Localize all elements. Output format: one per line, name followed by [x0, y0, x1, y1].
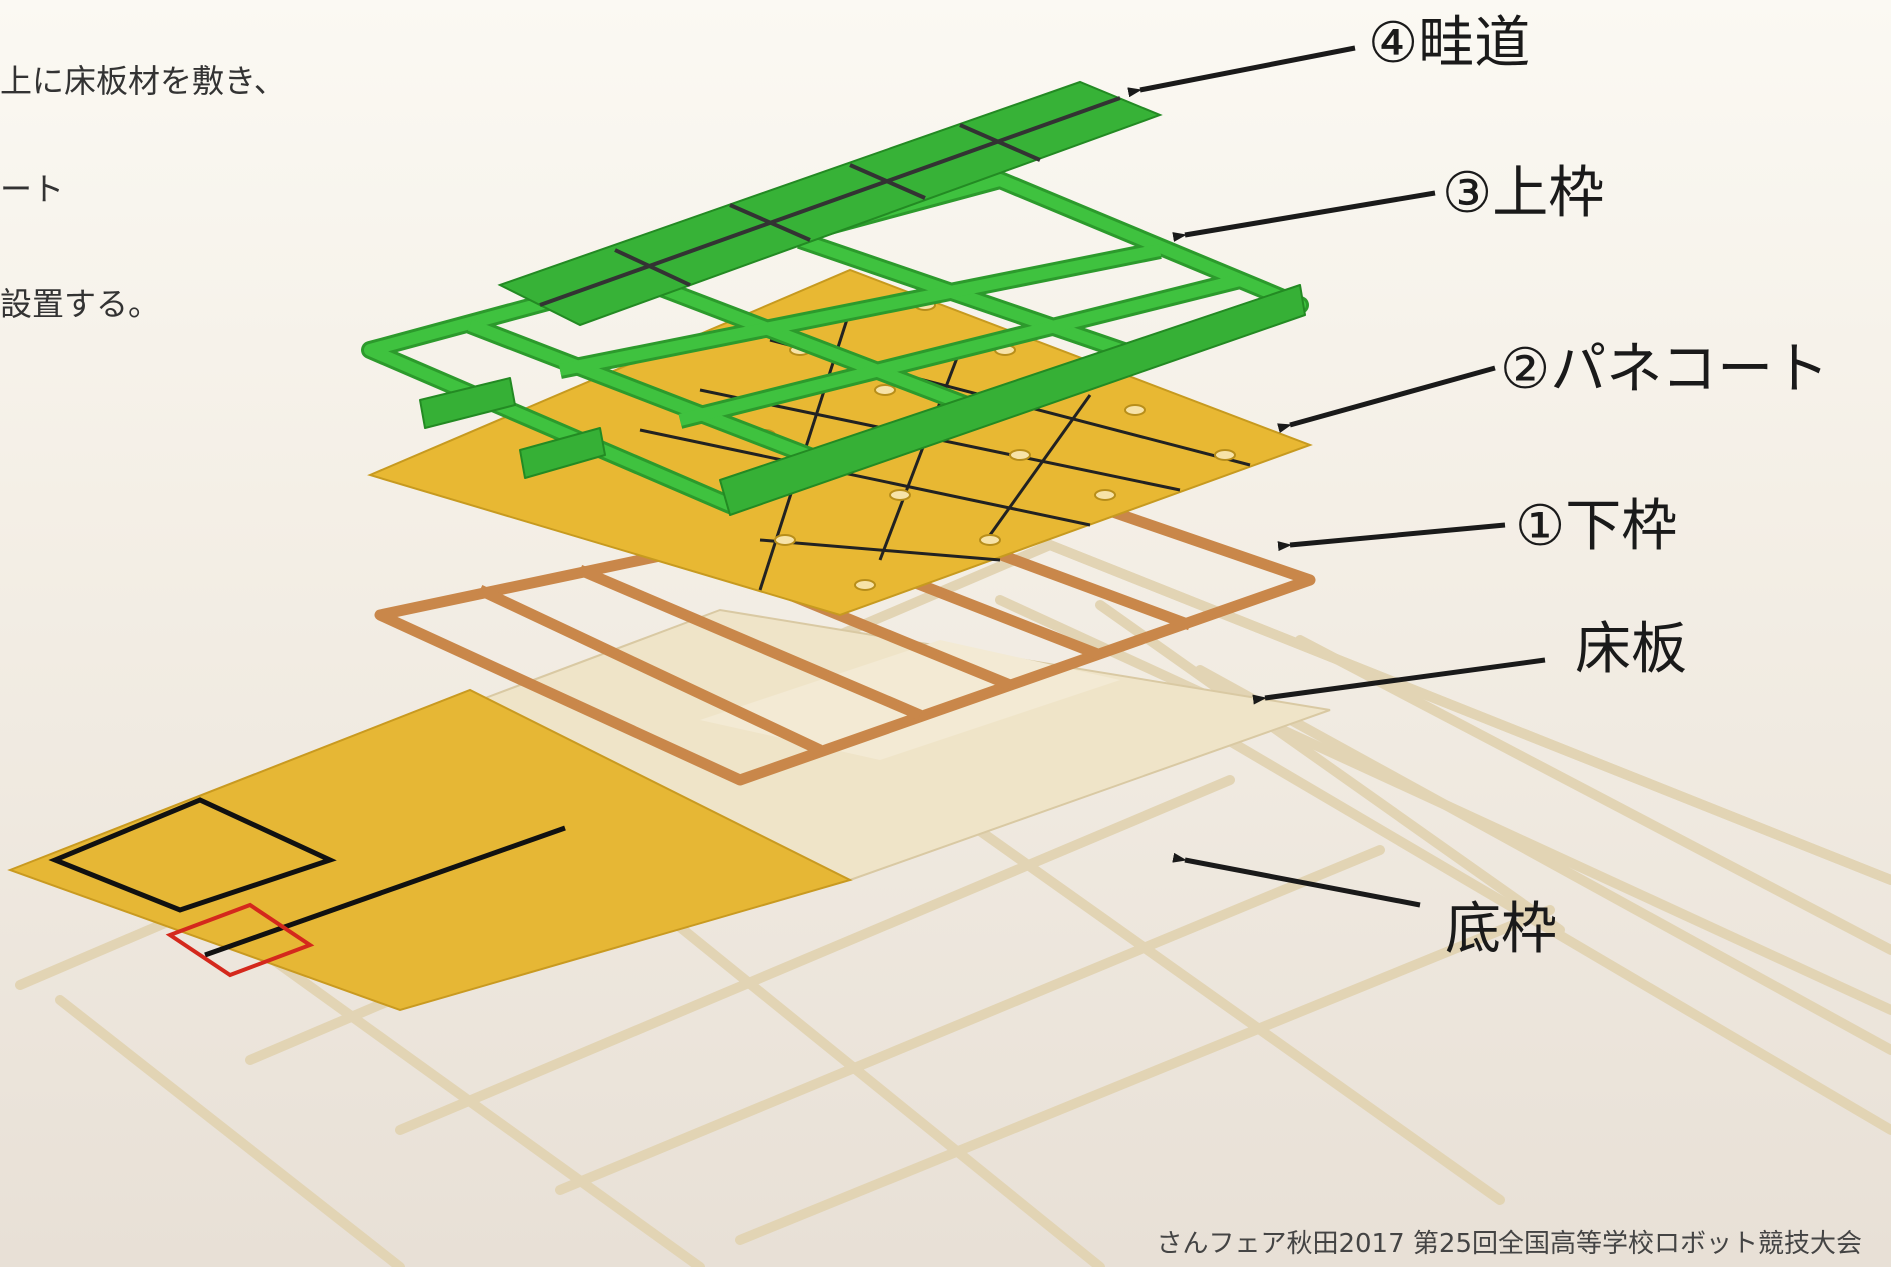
aze-path-boards	[497, 80, 1163, 327]
label-base-frame: 底枠	[1445, 897, 1557, 962]
arrow-panecoat	[1277, 365, 1496, 434]
side-text-line-1: 上に床板材を敷き、	[0, 62, 286, 100]
arrow-upper-frame	[1172, 190, 1436, 242]
footer-caption: さんフェア秋田2017 第25回全国高等学校ロボット競技大会	[1156, 1229, 1862, 1259]
arrow-floor	[1252, 657, 1546, 705]
start-zone-board	[7, 688, 853, 1012]
side-text-line-2: ート	[0, 170, 64, 208]
arrow-lower-frame	[1277, 522, 1506, 552]
label-aze: ④畦道	[1368, 11, 1530, 76]
side-text-line-3: 設置する。	[0, 285, 160, 323]
leader-arrows	[1127, 45, 1546, 908]
label-floor: 床板	[1575, 617, 1687, 682]
arrow-aze	[1127, 45, 1356, 98]
label-lower-frame: ①下枠	[1515, 494, 1677, 559]
label-panecoat: ②パネコート	[1500, 337, 1829, 402]
base-frame	[15, 539, 1891, 1267]
label-upper-frame: ③上枠	[1442, 161, 1604, 226]
arrow-base-frame	[1172, 852, 1421, 908]
